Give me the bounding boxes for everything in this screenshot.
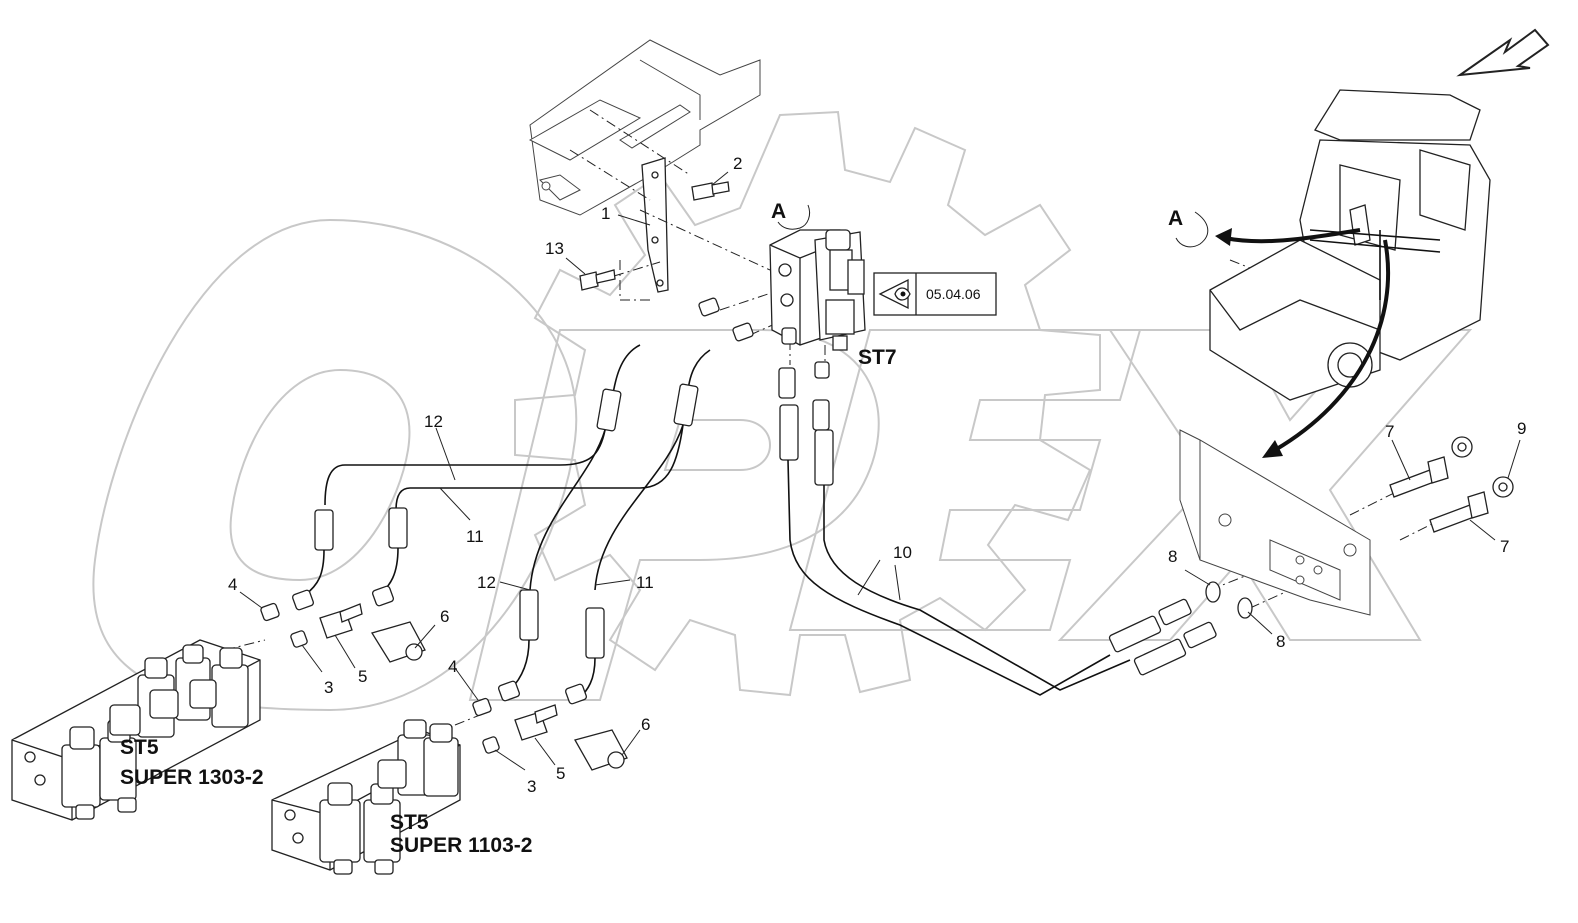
callout-9: 9 [1517,419,1526,438]
hose-12-upper [304,344,641,596]
callout-5-lower: 5 [556,764,565,783]
view-marker-a-valve: A [771,200,811,230]
callout-3-lower: 3 [527,777,536,796]
callout-8-lower: 8 [1276,632,1285,651]
screed-mount-plate [1179,429,1371,616]
fittings-group-upper [260,585,426,663]
view-marker-a-machine: A [1168,207,1391,458]
label-st5-1303: ST5 [120,736,159,759]
callout-4-lower: 4 [448,657,457,676]
label-super-1103-2: SUPER 1103-2 [390,834,532,857]
valve-fittings [698,297,830,379]
callout-12-upper: 12 [424,412,443,431]
reference-number: 05.04.06 [926,286,981,302]
callout-1: 1 [601,204,610,223]
view-marker-label-machine: A [1168,207,1183,230]
nuts-part-9 [1451,436,1514,498]
bolt-part-13 [579,269,616,291]
label-st5-1103: ST5 [390,811,429,834]
callout-numbers: 1 2 13 12 11 12 11 4 4 3 3 5 5 6 6 10 7 … [228,154,1526,796]
eye-icon [878,278,911,310]
label-st7: ST7 [858,346,897,369]
bolts-part-7 [1389,456,1489,533]
reference-box[interactable]: 05.04.06 [873,272,997,316]
callout-8-upper: 8 [1168,547,1177,566]
bracket-part-1 [641,157,669,293]
washers-part-8 [1205,581,1253,619]
callout-7-lower: 7 [1500,537,1509,556]
callout-10: 10 [893,543,912,562]
paver-machine [1209,89,1491,401]
solenoid-coils-1103 [319,719,459,875]
hose-10 [778,367,1217,696]
solenoid-coils-1303 [61,644,249,820]
callout-4-upper: 4 [228,575,237,594]
valve-block-st7 [769,229,866,351]
valve-block-st5-1103 [271,719,461,875]
gear-watermark [514,110,1101,697]
callout-13: 13 [545,239,564,258]
fittings-group-lower [472,680,628,771]
callout-6-upper: 6 [440,607,449,626]
callout-7-upper: 7 [1385,422,1394,441]
callout-11-lower: 11 [636,573,654,592]
callout-leaders [239,171,1521,771]
callout-11-upper: 11 [466,527,484,546]
hose-11-lower [577,424,684,701]
callout-6-lower: 6 [641,715,650,734]
callout-5-upper: 5 [358,667,367,686]
callout-2: 2 [733,154,742,173]
direction-arrow [1456,28,1550,77]
valve-block-st5-1303 [11,639,261,821]
frame-bracket [528,39,761,216]
view-marker-label: A [771,200,786,223]
block-labels: ST7 ST5 SUPER 1303-2 ST5 SUPER 1103-2 [120,346,897,857]
hose-11-upper [379,349,711,596]
callout-12-lower: 12 [477,573,496,592]
hose-12-lower [509,429,606,691]
bolt-part-2 [691,181,730,201]
callout-3-upper: 3 [324,678,333,697]
label-super-1303-2: SUPER 1303-2 [120,766,264,789]
